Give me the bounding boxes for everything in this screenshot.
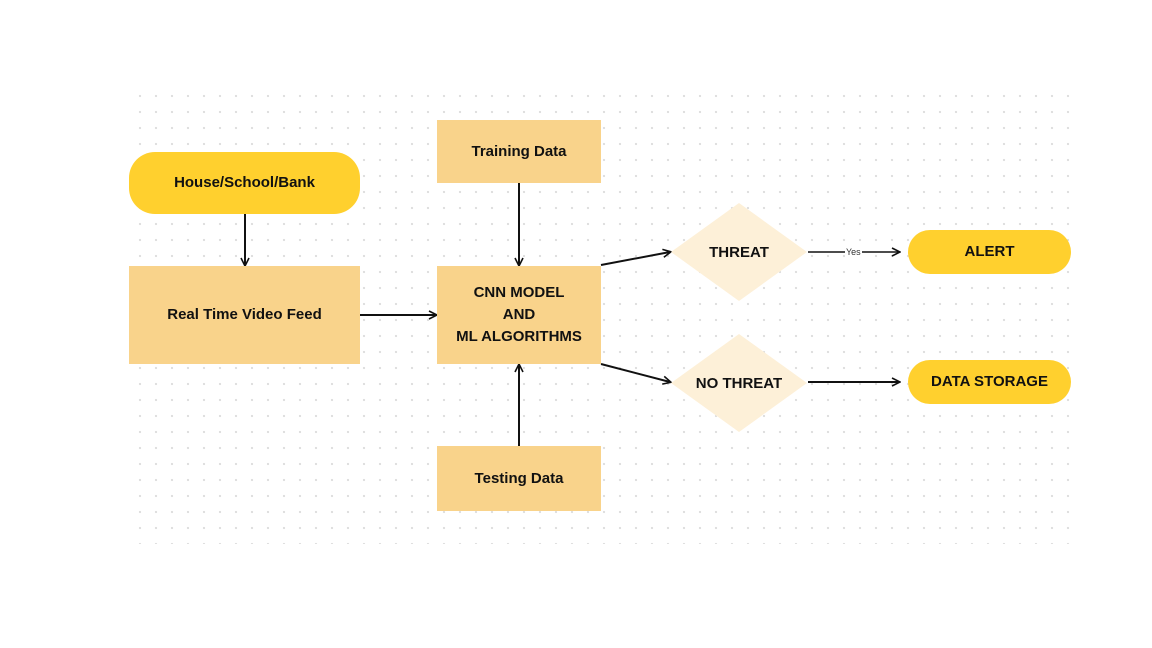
node-training-data-label: Training Data: [471, 142, 567, 160]
node-data-storage-label: DATA STORAGE: [931, 373, 1048, 390]
node-cnn-model-line-2: AND: [502, 306, 536, 323]
node-real-time-video-feed: Real Time Video Feed: [129, 266, 360, 364]
node-house-school-bank-label: House/School/Bank: [174, 174, 315, 191]
node-threat-decision: THREAT: [671, 203, 807, 301]
node-no-threat-decision: NO THREAT: [671, 334, 807, 432]
node-real-time-video-feed-label: Real Time Video Feed: [167, 306, 322, 323]
node-threat-label: THREAT: [709, 243, 769, 261]
node-training-data: Training Data: [437, 120, 601, 183]
node-alert: ALERT: [908, 230, 1071, 274]
node-cnn-model-line-1: CNN MODEL: [473, 284, 565, 301]
node-cnn-model: CNN MODEL AND ML ALGORITHMS: [437, 266, 601, 364]
edge-cnn-to-threat: [600, 252, 670, 266]
threat-diamond-shape: [671, 203, 807, 301]
node-testing-data-label: Testing Data: [474, 469, 564, 487]
node-cnn-model-line-3: ML ALGORITHMS: [456, 328, 582, 345]
edge-cnn-to-no-threat: [600, 363, 670, 382]
edge-label-yes: Yes: [845, 247, 862, 257]
node-alert-label: ALERT: [964, 243, 1015, 260]
node-testing-data: Testing Data: [437, 446, 601, 511]
node-data-storage: DATA STORAGE: [908, 360, 1071, 404]
node-house-school-bank: House/School/Bank: [129, 152, 360, 214]
node-no-threat-label: NO THREAT: [695, 374, 783, 392]
no-threat-diamond-shape: [671, 334, 807, 432]
